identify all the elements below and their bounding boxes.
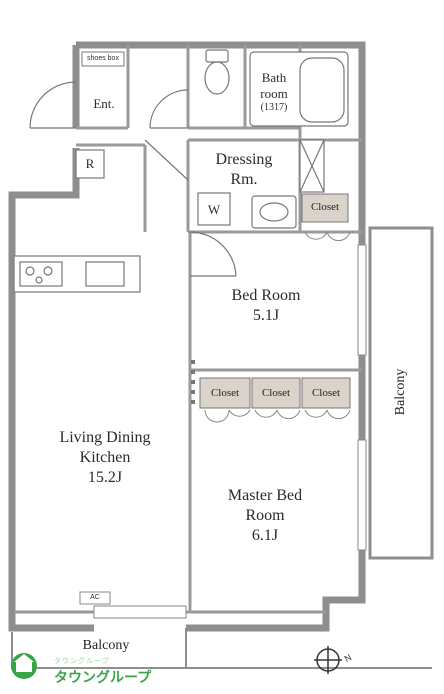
hall-door (144, 139, 189, 181)
dressing-line1: Dressing (215, 151, 273, 168)
master-label: Master Bed Room 6.1J (200, 486, 330, 546)
master-line1: Master Bed (227, 487, 303, 504)
ldk-line1: Living Dining (59, 429, 151, 446)
bathroom-line1: Bath (261, 70, 287, 85)
dressing-line2: Rm. (230, 171, 258, 188)
dressing-fixtures (197, 139, 325, 229)
bathroom-size: (1317) (260, 102, 288, 113)
bedroom-line2: 5.1J (252, 307, 280, 324)
east-balcony-label: Balcony (393, 368, 408, 416)
logo-subtext: タウングループ (54, 657, 110, 665)
master-line2: Room (245, 507, 285, 524)
sliding-door-marks (191, 360, 195, 404)
bedroom-line1: Bed Room (231, 287, 301, 304)
east-windows (357, 244, 367, 551)
bathroom-line2: room (260, 86, 288, 101)
logo-icon (11, 653, 37, 679)
south-window (93, 605, 187, 619)
dressing-closet-label: Closet (310, 201, 340, 213)
shoes-box-label: shoes box (87, 55, 119, 62)
ac-label: AC (90, 594, 100, 601)
master-closet-2-label: Closet (261, 387, 291, 399)
logo-text: タウングループ (54, 670, 152, 686)
bedroom-door (189, 231, 237, 277)
master-closet-1-label: Closet (210, 387, 240, 399)
bedroom-label: Bed Room 5.1J (200, 286, 332, 326)
master-line3: 6.1J (251, 527, 279, 544)
entrance-label: Ent. (93, 96, 115, 111)
kitchen-counter (13, 255, 141, 293)
master-closet-3-label: Closet (311, 387, 341, 399)
entrance-door (29, 81, 77, 129)
dressing-label: Dressing Rm. (196, 150, 292, 190)
shoes-box (81, 51, 125, 67)
bathtub (249, 51, 349, 127)
compass-icon (314, 646, 342, 674)
ldk-line3: 15.2J (87, 469, 123, 486)
ldk-line2: Kitchen (79, 449, 131, 466)
toilet (204, 49, 230, 95)
east-balcony (368, 226, 434, 560)
refrigerator-label: R (85, 156, 95, 171)
ldk-label: Living Dining Kitchen 15.2J (20, 428, 190, 488)
washer-label: W (207, 202, 221, 217)
south-balcony-label: Balcony (82, 638, 130, 653)
ac-unit (79, 591, 111, 605)
master-closets (199, 377, 351, 409)
toilet-door (149, 89, 189, 129)
bathroom-label: Bath room (1317) (250, 70, 298, 114)
refrigerator (75, 149, 105, 179)
interior-walls (14, 45, 362, 614)
dressing-closet (301, 193, 349, 223)
closet-door-arcs (204, 231, 351, 423)
